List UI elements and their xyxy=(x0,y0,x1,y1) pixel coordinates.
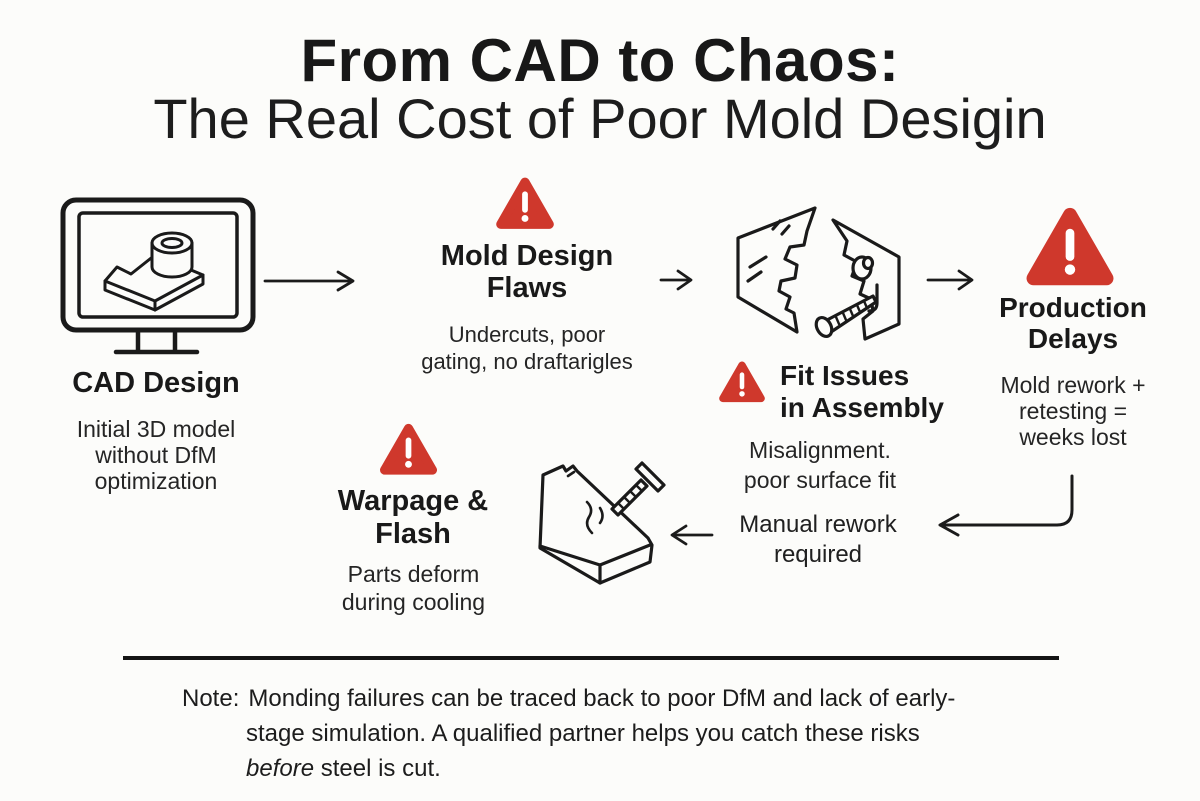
elbow-arrow-icon xyxy=(938,474,1074,537)
fit-issues-heading: Fit Issues in Assembly xyxy=(780,360,1000,424)
label-line: required xyxy=(773,541,863,568)
cad-desc-line: Initial 3D model xyxy=(76,416,236,442)
warning-triangle-icon xyxy=(380,423,437,476)
note-prefix: Note: xyxy=(182,685,240,712)
note-text-line: steel is cut. xyxy=(314,755,441,782)
warpage-flash-description: Parts deform during cooling xyxy=(316,560,511,616)
footer-note: Note: Monding failures can be traced back… xyxy=(182,681,1146,786)
production-delays-heading: Production Delays xyxy=(973,292,1173,354)
warped-part-icon xyxy=(538,461,666,585)
arrow-right-icon xyxy=(263,270,355,292)
label-line: Manual rework xyxy=(739,511,897,538)
heading-line: Flaws xyxy=(486,272,568,304)
heading-line: Production xyxy=(999,292,1147,323)
desc-line: Undercuts, poor xyxy=(448,322,606,347)
broken-mold-icon xyxy=(736,206,901,341)
cad-desc-line: optimization xyxy=(94,468,218,494)
warning-triangle-icon xyxy=(1026,207,1114,287)
desc-line: gating, no draftarigles xyxy=(421,349,633,374)
cad-design-heading: CAD Design xyxy=(72,367,240,399)
cad-desc-line: without DfM xyxy=(95,442,217,468)
cad-design-description: Initial 3D model without DfM optimizatio… xyxy=(30,416,282,494)
fit-issues-description: Misalignment. poor surface fit xyxy=(703,435,937,495)
heading-line: Delays xyxy=(1027,323,1119,354)
heading-line: in Assembly xyxy=(780,392,944,423)
mold-design-flaws-heading: Mold Design Flaws xyxy=(402,240,652,304)
title-line-2: The Real Cost of Poor Mold Desigin xyxy=(153,87,1047,150)
arrow-right-icon xyxy=(926,269,974,291)
note-text-line: stage simulation. A qualified partner he… xyxy=(246,720,920,747)
heading-line: Fit Issues xyxy=(780,360,910,391)
mold-design-flaws-description: Undercuts, poor gating, no draftarigles xyxy=(392,321,662,375)
desc-line: Misalignment. xyxy=(749,437,891,463)
warning-triangle-icon xyxy=(496,177,554,230)
cad-monitor-icon xyxy=(60,197,256,355)
warpage-flash-heading: Warpage & Flash xyxy=(310,485,516,551)
title-line-1: From CAD to Chaos: xyxy=(300,27,900,94)
production-delays-description: Mold rework + retesting = weeks lost xyxy=(973,372,1173,450)
arrow-left-icon xyxy=(670,524,714,546)
note-text-line: Monding failures can be traced back to p… xyxy=(248,685,956,712)
manual-rework-label: Manual rework required xyxy=(718,510,918,570)
heading-line: Mold Design xyxy=(440,240,614,272)
desc-line: weeks lost xyxy=(1019,424,1127,450)
heading-line: Flash xyxy=(375,518,451,550)
desc-line: retesting = xyxy=(1018,398,1128,424)
desc-line: during cooling xyxy=(341,589,486,615)
warning-triangle-icon xyxy=(719,361,765,403)
desc-line: poor surface fit xyxy=(743,467,897,493)
desc-line: Mold rework + xyxy=(1000,372,1146,398)
desc-line: Parts deform xyxy=(347,561,480,587)
divider-line xyxy=(123,656,1059,660)
heading-line: Warpage & xyxy=(337,485,489,517)
arrow-right-icon xyxy=(659,269,693,291)
note-emphasis: before xyxy=(246,755,315,782)
